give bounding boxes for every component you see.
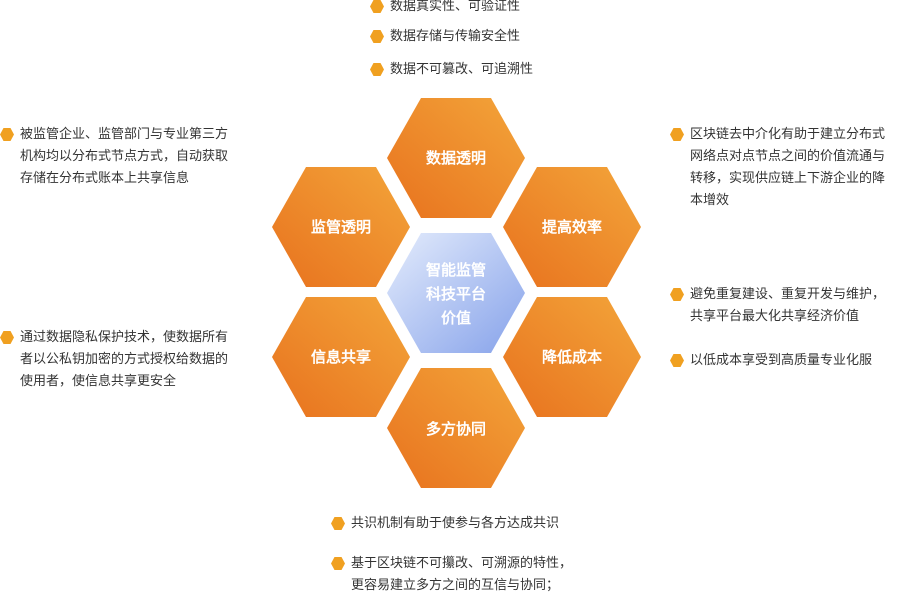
- note-bottom-1: 共识机制有助于使参与各方达成共识: [331, 513, 621, 535]
- note-top-3: 数据不可篡改、可追溯性: [370, 59, 630, 81]
- note-right-mid-1: 避免重复建设、重复开发与维护， 共享平台最大化共享经济价值: [670, 284, 916, 328]
- center-label-line-3: 价值: [441, 309, 471, 327]
- hex-label-data-transparency: 数据透明: [426, 149, 486, 167]
- hex-reduce-cost: 降低成本: [503, 297, 641, 417]
- hex-label-supervision-transparency: 监管透明: [311, 218, 371, 236]
- hexagon-bullet-icon: [0, 331, 14, 344]
- center-label-line-2: 科技平台: [426, 285, 486, 303]
- note-top-2: 数据存储与传输安全性: [370, 26, 630, 48]
- hex-center-platform-value: 智能监管 科技平台 价值: [387, 233, 525, 353]
- note-line: 被监管企业、监管部门与专业第三方: [20, 127, 229, 142]
- hexagon-bullet-icon: [670, 354, 684, 367]
- note-top-1: 数据真实性、可验证性: [370, 0, 630, 18]
- hexagon-bullet-icon: [370, 30, 384, 43]
- hex-information-sharing: 信息共享: [272, 297, 410, 417]
- hex-data-transparency: 数据透明: [387, 98, 525, 218]
- note-line: 以低成本享受到高质量专业化服: [690, 353, 873, 368]
- note-left-lower: 通过数据隐私保护技术，使数据所有 者以公私钥加密的方式授权给数据的 使用者，使信…: [0, 327, 264, 393]
- note-line: 存储在分布式账本上共享信息: [20, 171, 190, 186]
- note-line: 本增效: [690, 193, 730, 208]
- hex-label-reduce-cost: 降低成本: [542, 348, 602, 366]
- hexagon-bullet-icon: [670, 288, 684, 301]
- hexagon-bullet-icon: [370, 63, 384, 76]
- hex-supervision-transparency: 监管透明: [272, 167, 410, 287]
- hexagon-bullet-icon: [670, 128, 684, 141]
- hex-label-multi-party-collaboration: 多方协同: [426, 420, 486, 438]
- note-line: 共识机制有助于使参与各方达成共识: [351, 516, 560, 531]
- note-line: 避免重复建设、重复开发与维护，: [690, 287, 886, 302]
- hex-label-information-sharing: 信息共享: [311, 348, 371, 366]
- note-right-mid-2: 以低成本享受到高质量专业化服: [670, 350, 916, 372]
- hex-improve-efficiency: 提高效率: [503, 167, 641, 287]
- note-left-upper: 被监管企业、监管部门与专业第三方 机构均以分布式节点方式，自动获取 存储在分布式…: [0, 124, 264, 190]
- hexagon-bullet-icon: [331, 557, 345, 570]
- hex-label-improve-efficiency: 提高效率: [542, 218, 602, 236]
- hexagon-bullet-icon: [331, 517, 345, 530]
- note-line: 转移，实现供应链上下游企业的降: [690, 171, 886, 186]
- hex-multi-party-collaboration: 多方协同: [387, 368, 525, 488]
- note-line: 机构均以分布式节点方式，自动获取: [20, 149, 229, 164]
- note-line: 更容易建立多方之间的互信与协同；: [351, 578, 560, 593]
- center-label-line-1: 智能监管: [426, 261, 486, 279]
- note-text: 数据真实性、可验证性: [390, 0, 521, 14]
- note-line: 者以公私钥加密的方式授权给数据的: [20, 352, 229, 367]
- note-bottom-2: 基于区块链不可攥改、可溯源的特性， 更容易建立多方之间的互信与协同；: [331, 553, 621, 597]
- hexagon-bullet-icon: [0, 128, 14, 141]
- hexagon-bullet-icon: [370, 0, 384, 13]
- note-text: 数据存储与传输安全性: [390, 29, 521, 44]
- note-line: 共享平台最大化共享经济价值: [690, 309, 860, 324]
- note-line: 区块链去中介化有助于建立分布式: [690, 127, 886, 142]
- note-line: 基于区块链不可攥改、可溯源的特性，: [351, 556, 573, 571]
- note-line: 通过数据隐私保护技术，使数据所有: [20, 330, 229, 345]
- note-right-upper: 区块链去中介化有助于建立分布式 网络点对点节点之间的价值流通与 转移，实现供应链…: [670, 124, 916, 212]
- note-line: 使用者，使信息共享更安全: [20, 374, 177, 389]
- note-text: 数据不可篡改、可追溯性: [390, 62, 534, 77]
- note-line: 网络点对点节点之间的价值流通与: [690, 149, 886, 164]
